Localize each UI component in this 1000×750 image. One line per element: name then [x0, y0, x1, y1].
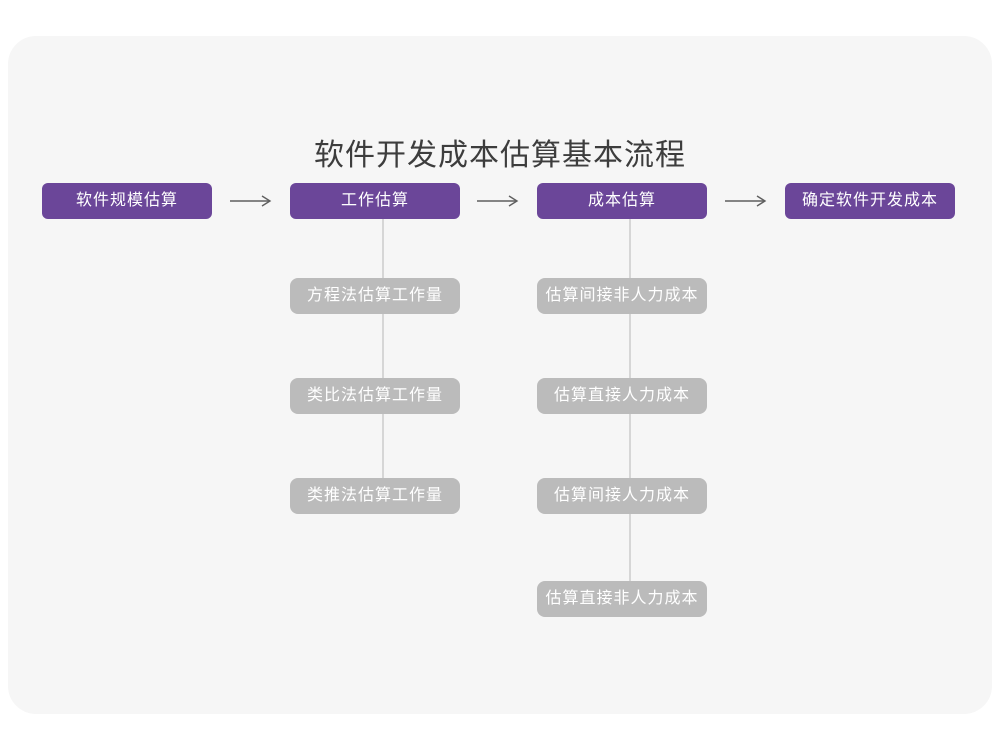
stage-label: 成本估算 [587, 192, 656, 209]
substep-analogy-method: 类比法估算工作量 [290, 378, 460, 414]
substep-direct-labor-cost: 估算直接人力成本 [537, 378, 707, 414]
substep-equation-method: 方程法估算工作量 [290, 278, 460, 314]
stage-label: 确定软件开发成本 [801, 192, 938, 209]
arrow-right-icon [476, 194, 520, 208]
stage-determine-development-cost: 确定软件开发成本 [785, 183, 955, 219]
page-title: 软件开发成本估算基本流程 [314, 139, 686, 172]
substep-label: 估算间接人力成本 [553, 487, 690, 504]
arrow-right-icon [229, 194, 273, 208]
substep-label: 估算直接非人力成本 [545, 590, 699, 607]
arrow-right-icon [724, 194, 768, 208]
substep-extrapolation-method: 类推法估算工作量 [290, 478, 460, 514]
stage-label: 软件规模估算 [75, 192, 178, 209]
substep-label: 估算间接非人力成本 [545, 287, 699, 304]
stage-cost-estimation: 成本估算 [537, 183, 707, 219]
substep-indirect-nonlabor-cost: 估算间接非人力成本 [537, 278, 707, 314]
stage-software-size-estimation: 软件规模估算 [42, 183, 212, 219]
stage-label: 工作估算 [340, 192, 409, 209]
substep-label: 类推法估算工作量 [306, 487, 443, 504]
substep-label: 方程法估算工作量 [306, 287, 443, 304]
connector-work-column [382, 219, 384, 497]
stage-work-estimation: 工作估算 [290, 183, 460, 219]
substep-indirect-labor-cost: 估算间接人力成本 [537, 478, 707, 514]
flowchart-card: 软件开发成本估算基本流程 软件规模估算 工作估算 成本估算 [8, 36, 992, 714]
substep-label: 估算直接人力成本 [553, 387, 690, 404]
substep-label: 类比法估算工作量 [306, 387, 443, 404]
substep-direct-nonlabor-cost: 估算直接非人力成本 [537, 581, 707, 617]
